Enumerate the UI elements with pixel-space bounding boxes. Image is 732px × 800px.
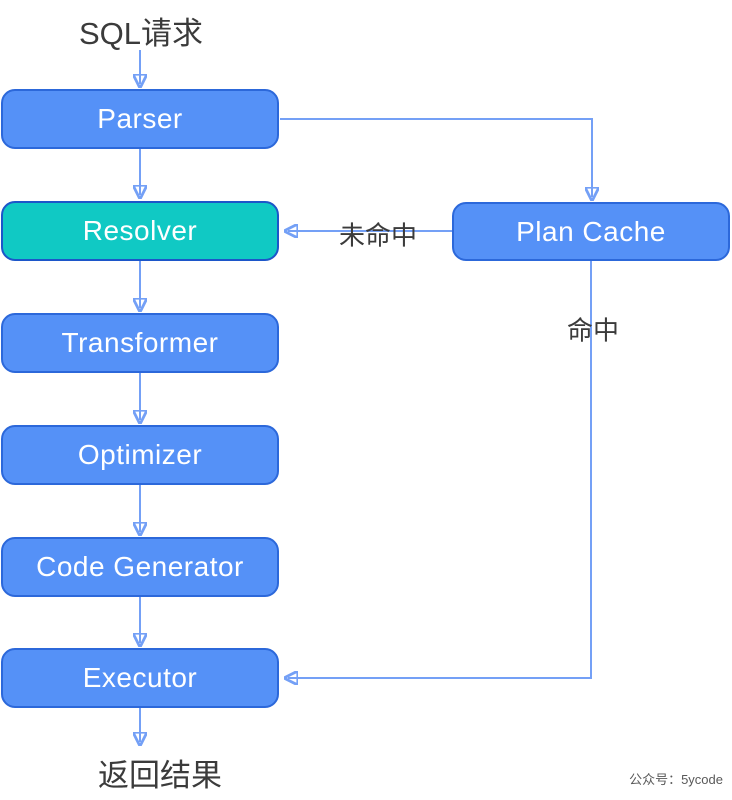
- node-transformer: Transformer: [1, 313, 279, 373]
- edge-label-cache-miss: 未命中: [338, 220, 418, 251]
- edge-label-cache-hit: 命中: [566, 315, 620, 346]
- input-label-sql-request: SQL请求: [78, 16, 204, 51]
- node-resolver: Resolver: [1, 201, 279, 261]
- node-optimizer: Optimizer: [1, 425, 279, 485]
- node-executor: Executor: [1, 648, 279, 708]
- arrow-plancache-to-executor-hit: [288, 261, 592, 678]
- node-code-generator: Code Generator: [1, 537, 279, 597]
- watermark-wechat-account: 公众号：5ycode: [629, 772, 723, 787]
- node-plan-cache: Plan Cache: [452, 202, 730, 261]
- node-parser: Parser: [1, 89, 279, 149]
- arrow-parser-to-plancache: [280, 118, 592, 197]
- output-label-return-result: 返回结果: [98, 758, 222, 793]
